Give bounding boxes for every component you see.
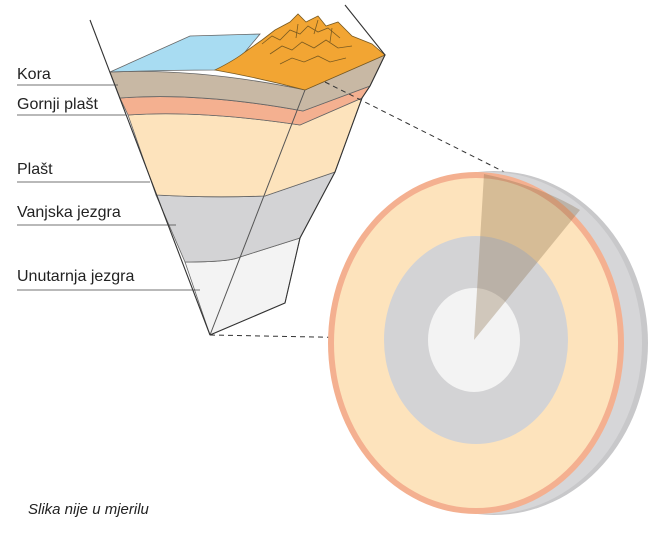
label-outer-core: Vanjska jezgra bbox=[17, 204, 121, 221]
wedge-left-line bbox=[89, 19, 211, 336]
label-crust: Kora bbox=[17, 66, 51, 83]
label-inner-core: Unutarnja jezgra bbox=[17, 268, 135, 285]
layer-labels: Kora Gornji plašt Plašt Vanjska jezgra U… bbox=[17, 66, 200, 291]
earth-wedge bbox=[89, 4, 386, 336]
disc-inner-core bbox=[428, 288, 520, 392]
wedge-right-line bbox=[209, 4, 386, 336]
label-mantle: Plašt bbox=[17, 161, 53, 178]
wedge-continent bbox=[213, 13, 386, 91]
scale-note: Slika nije u mjerilu bbox=[28, 501, 150, 518]
wedge-front-edge bbox=[209, 89, 306, 336]
disc-highlight-sector bbox=[474, 174, 580, 340]
label-upper-mantle: Gornji plašt bbox=[17, 96, 98, 113]
earth-disc bbox=[328, 171, 648, 515]
mountain-ridges bbox=[261, 19, 353, 65]
